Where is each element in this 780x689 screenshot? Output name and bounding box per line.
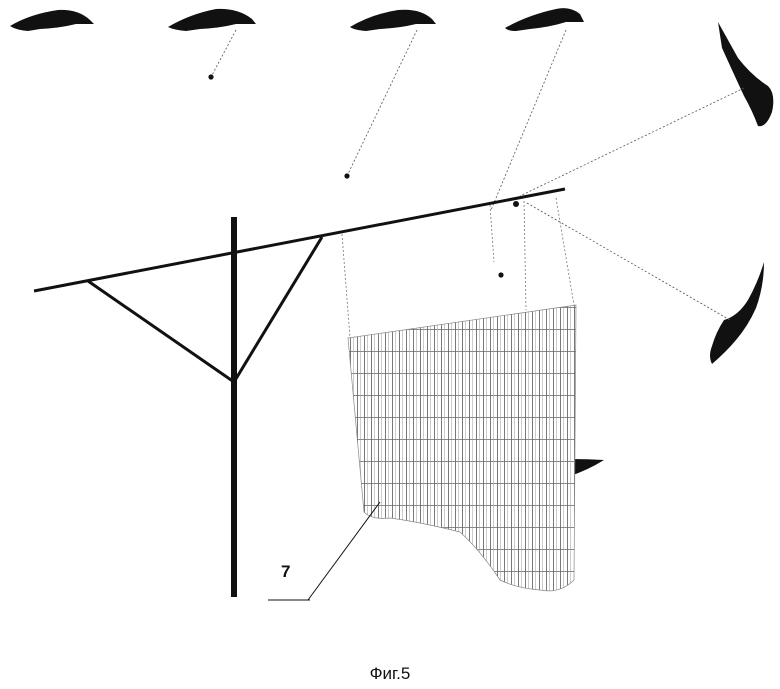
tether-point: [344, 173, 350, 179]
tether-line: [490, 29, 567, 211]
figure-caption: Фиг.5: [369, 664, 411, 683]
tether-point: [498, 272, 504, 278]
reference-label-7: 7: [281, 562, 290, 581]
drone-icon: [505, 8, 584, 31]
drone-icon: [350, 9, 436, 32]
main-rod: [33, 187, 566, 293]
tether-line: [346, 29, 418, 177]
tether-line: [210, 29, 237, 78]
net-suspension-line: [523, 200, 527, 311]
left-brace: [87, 279, 235, 384]
tether-line: [526, 202, 731, 321]
net-suspension-line: [555, 197, 575, 306]
right-brace: [232, 236, 324, 383]
drone-icon: [10, 9, 94, 31]
drone-icon: [718, 22, 774, 127]
net-suspension-line: [489, 204, 495, 263]
drone-icon: [710, 262, 764, 364]
reference-leader-line: [307, 501, 381, 601]
capture-net: [347, 304, 577, 592]
tether-point: [208, 74, 214, 80]
tether-point: [513, 201, 519, 207]
drone-icon: [168, 8, 256, 31]
tether-line: [519, 87, 745, 197]
net-suspension-line: [341, 233, 351, 339]
